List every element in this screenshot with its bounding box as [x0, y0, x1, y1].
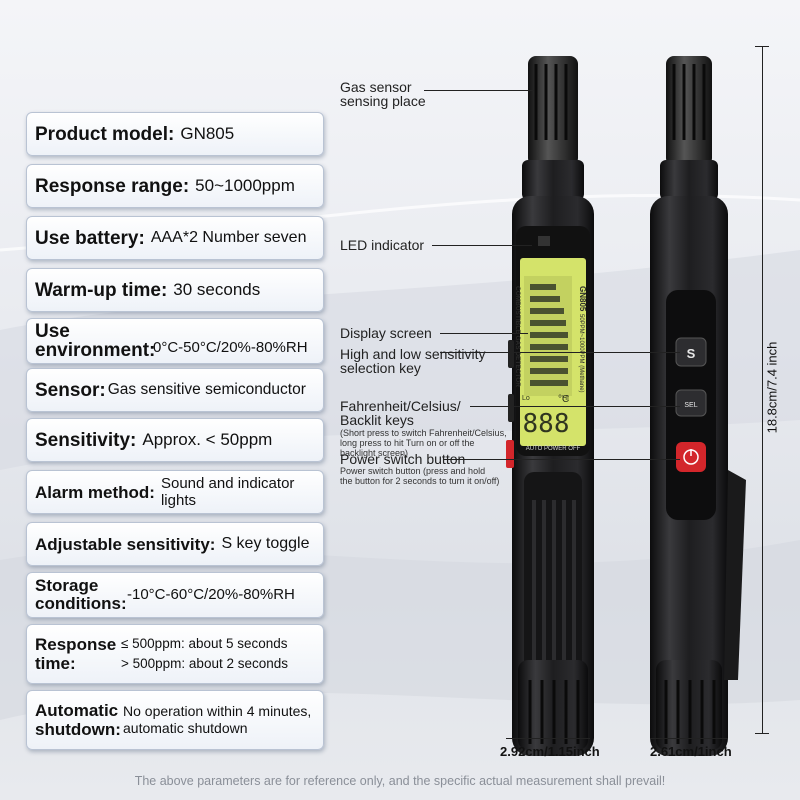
length-tick-bottom	[755, 733, 769, 734]
callout-line-gas-sensor	[424, 90, 534, 91]
callout-fahrenheit: Fahrenheit/Celsius/ Backlit keys	[340, 398, 461, 428]
callout-power-note: Power switch button (press and hold the …	[340, 466, 500, 486]
spec-value: No operation within 4 minutes, automatic…	[123, 703, 312, 736]
spec-value: 50~1000ppm	[195, 176, 295, 195]
callout-sensitivity-key: High and low sensitivity selection key	[340, 346, 486, 376]
spec-value: Sound and indicator lights	[160, 475, 295, 509]
auto-power-off-label: AUTO POWER OFF	[526, 446, 581, 452]
spec-value: Approx. < 50ppm	[142, 430, 273, 449]
spec-label: Adjustable sensitivity:	[35, 534, 216, 554]
spec-adjustable-sensitivity: Adjustable sensitivity: S key toggle	[26, 522, 324, 566]
front-width-line	[506, 738, 590, 739]
callout-fahrenheit-note: (Short press to switch Fahrenheit/Celsiu…	[340, 428, 507, 458]
callout-gas-sensor: Gas sensor sensing place	[340, 79, 426, 109]
spec-label: Sensitivity:	[35, 429, 137, 451]
spec-label: Response time:	[35, 635, 117, 673]
spec-sensitivity: Sensitivity: Approx. < 50ppm	[26, 418, 324, 462]
length-dimension-line	[762, 46, 763, 734]
length-tick-top	[755, 46, 769, 47]
device-name-label: COMBUSTIBLE GAS DETECTOR	[514, 286, 521, 387]
spec-response-time: Response time: ≤ 500ppm: about 5 seconds…	[26, 624, 324, 684]
device-illustration: 888 °C Lo HI GN805 50PPM~1000PPM (Methan…	[506, 56, 746, 756]
sel-button-label: SEL	[684, 402, 697, 409]
spec-storage-conditions: Storage conditions: -10°C-60°C/20%-80%RH	[26, 572, 324, 618]
spec-warm-up-time: Warm-up time: 30 seconds	[26, 268, 324, 312]
callout-line-fahrenheit	[470, 406, 680, 407]
spec-use-battery: Use battery: AAA*2 Number seven	[26, 216, 324, 260]
callout-line-sensitivity-key	[440, 352, 680, 353]
side-width-label: 2.61cm/1inch	[650, 744, 732, 759]
spec-value: 30 seconds	[173, 280, 261, 299]
length-label: 18.8cm/7.4 inch	[764, 341, 780, 434]
side-width-line	[650, 738, 728, 739]
spec-automatic-shutdown: Automatic shutdown: No operation within …	[26, 690, 324, 750]
spec-value: GN805	[180, 124, 235, 143]
spec-alarm-method: Alarm method: Sound and indicator lights	[26, 470, 324, 514]
spec-product-model: Product model: GN805	[26, 112, 324, 156]
spec-value: 0°C-50°C/20%-80%RH	[153, 339, 308, 356]
lcd-hi: HI	[562, 395, 569, 402]
spec-response-range: Response range: 50~1000ppm	[26, 164, 324, 208]
callout-power: Power switch button	[340, 451, 466, 467]
front-width-label: 2.92cm/1.15inch	[500, 744, 600, 759]
callout-display: Display screen	[340, 325, 432, 341]
lcd-digits: 888	[523, 409, 570, 439]
spec-value: AAA*2 Number seven	[150, 229, 307, 246]
spec-label: Response range:	[35, 175, 190, 197]
callout-line-power	[444, 459, 680, 460]
spec-label: Use battery:	[35, 227, 145, 249]
spec-value: S key toggle	[221, 535, 310, 552]
spec-label: Product model:	[35, 123, 175, 145]
spec-label: Storage conditions:	[35, 576, 127, 613]
spec-value-2: > 500ppm: about 2 seconds	[121, 656, 288, 671]
side-device: S SEL	[650, 56, 746, 756]
spec-value: Gas sensitive semiconductor	[107, 381, 306, 398]
spec-label: Automatic shutdown:	[35, 701, 121, 739]
spec-label: Warm-up time:	[35, 279, 168, 301]
spec-sensor: Sensor: Gas sensitive semiconductor	[26, 368, 324, 412]
footer-disclaimer: The above parameters are for reference o…	[134, 774, 666, 788]
spec-value: -10°C-60°C/20%-80%RH	[127, 586, 295, 603]
spec-values: ≤ 500ppm: about 5 seconds > 500ppm: abou…	[121, 635, 288, 673]
spec-use-environment: Use environment: 0°C-50°C/20%-80%RH	[26, 318, 324, 364]
lcd-lo: Lo	[522, 395, 530, 402]
spec-value: ≤ 500ppm: about 5 seconds	[121, 636, 288, 651]
spec-label: Alarm method:	[35, 482, 155, 502]
device-range-label: 50PPM~1000PPM (Methane)	[578, 314, 584, 393]
spec-label: Sensor:	[35, 379, 106, 401]
spec-label: Use environment:	[35, 321, 156, 361]
callout-led: LED indicator	[340, 237, 425, 253]
callout-line-display	[440, 333, 528, 334]
device-model-label: GN805	[578, 286, 587, 312]
lcd-unit: °C	[558, 394, 569, 405]
s-button-label: S	[687, 346, 696, 361]
front-device: 888 °C Lo HI GN805 50PPM~1000PPM (Methan…	[506, 56, 594, 756]
callout-line-led	[432, 245, 532, 246]
